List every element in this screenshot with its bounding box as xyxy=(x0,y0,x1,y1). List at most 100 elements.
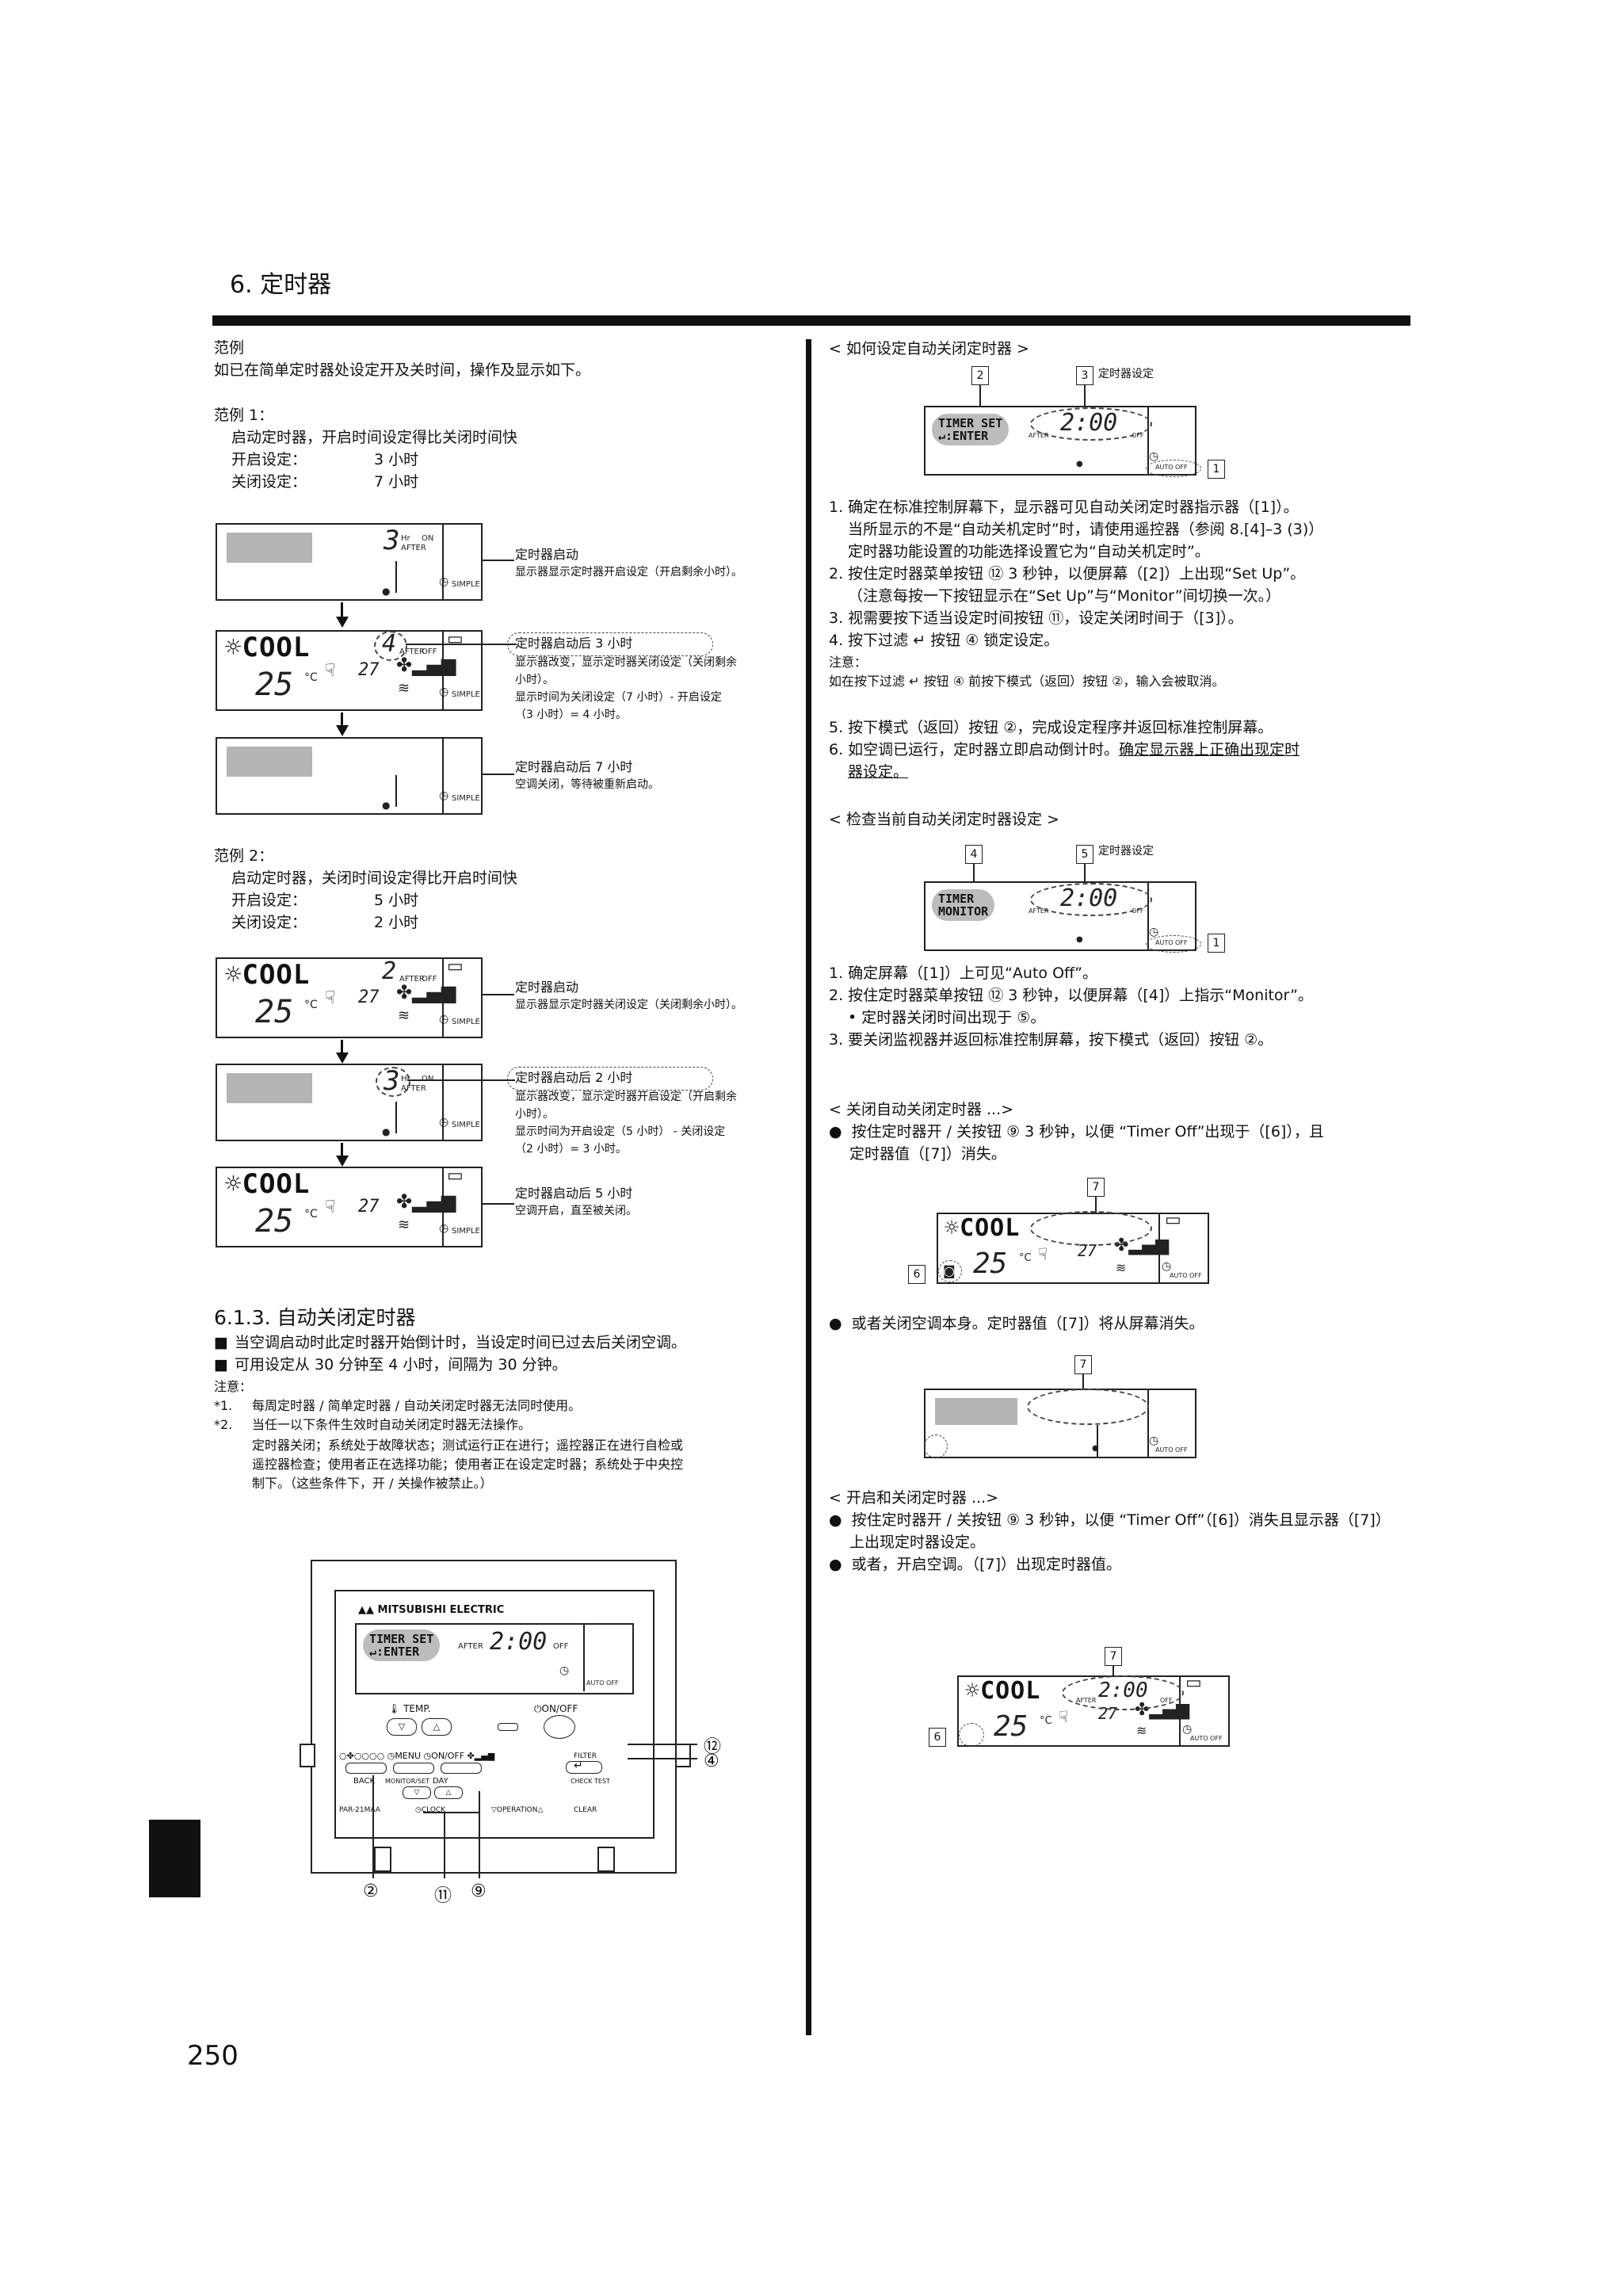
section-n2-num: *2. xyxy=(214,1417,233,1432)
how-step-4: 4. 按下过滤 ↵ 按钮 ④ 锁定设定。 xyxy=(829,632,1059,649)
clock-down-button[interactable]: ▽ xyxy=(403,1786,431,1799)
back-button[interactable] xyxy=(345,1763,387,1774)
menu-button[interactable] xyxy=(393,1763,434,1774)
ex1-desc: 启动定时器，开启时间设定得比关闭时间快 xyxy=(231,429,518,446)
ex2-title: 范例 2： xyxy=(214,847,274,865)
off-b1: 按住定时器开 / 关按钮 ⑨ 3 秒钟，以便 “Timer Off”出现于（[6… xyxy=(829,1121,1324,1143)
clock-up-button[interactable]: △ xyxy=(434,1786,463,1799)
ex1-s1-desc: 显示器显示定时器开启设定（开启剩余小时）。 xyxy=(515,566,742,579)
marker-3: 3 xyxy=(1076,366,1093,385)
temp-up-button[interactable]: △ xyxy=(422,1718,452,1736)
how-step-5: 5. 按下模式（返回）按钮 ②，完成设定程序并返回标准控制屏幕。 xyxy=(829,719,1273,736)
on-b2: 或者，开启空调。（[7]）出现定时器值。 xyxy=(829,1553,1121,1576)
timer-setting-label-2: 定时器设定 xyxy=(1098,845,1154,858)
how-title: < 如何设定自动关闭定时器 > xyxy=(829,340,1029,357)
how-step-1b: 当所显示的不是“自动关机定时”时，请使用遥控器（参阅 8.[4]–3 (3)） xyxy=(848,521,1324,538)
ex1-s2-desc3: 显示时间为关闭设定（7 小时）- 开启设定 xyxy=(515,691,722,704)
check-step-1: 1. 确定屏幕（[1]）上可见“Auto Off”。 xyxy=(829,965,1097,982)
how-step-6c: 器设定。 xyxy=(848,763,909,781)
ex2-s2-desc4: （2 小时）= 3 小时。 xyxy=(515,1143,627,1156)
ex1-on-label: 开启设定： xyxy=(231,451,307,468)
header-rule xyxy=(212,315,1410,326)
marker-7a: 7 xyxy=(1087,1178,1105,1197)
callout-11: ⑪ xyxy=(434,1886,452,1906)
remote-brand: MITSUBISHI ELECTRIC xyxy=(377,1604,505,1616)
how-note-text: 如在按下过滤 ↵ 按钮 ④ 前按下模式（返回）按钮 ②，输入会被取消。 xyxy=(829,674,1225,689)
off-title: < 关闭自动关闭定时器 ...> xyxy=(829,1101,1014,1118)
ex2-off-label: 关闭设定： xyxy=(231,914,307,931)
marker-7c: 7 xyxy=(1105,1647,1122,1666)
remote-controller: ▲▲ MITSUBISHI ELECTRIC TIMER SET↵:ENTER … xyxy=(300,1560,691,1874)
ex2-s3-desc: 空调开启，直至被关闭。 xyxy=(515,1205,637,1217)
on-b1b: 上出现定时器设定。 xyxy=(849,1534,986,1551)
ex2-s2-title: 定时器启动后 2 小时 xyxy=(515,1070,633,1085)
examples-intro: 如已在简单定时器处设定开及关时间，操作及显示如下。 xyxy=(214,361,591,379)
page-number: 250 xyxy=(187,2040,239,2072)
section-n1: 每周定时器 / 简单定时器 / 自动关闭定时器无法同时使用。 xyxy=(252,1398,582,1413)
remote-onoff-label: ON/OFF xyxy=(541,1703,578,1714)
how-step-2: 2. 按住定时器菜单按钮 ⑫ 3 秒钟，以便屏幕（[2]）上出现“Set Up”… xyxy=(829,565,1306,583)
check-step-2b: • 定时器关闭时间出现于 ⑤。 xyxy=(848,1009,1046,1026)
off-b1b: 定时器值（[7]）消失。 xyxy=(849,1145,1006,1163)
ex1-title: 范例 1： xyxy=(214,407,274,424)
marker-4: 4 xyxy=(965,845,983,864)
examples-heading: 范例 xyxy=(214,339,245,357)
section-b2: 可用设定从 30 分钟至 4 小时，间隔为 30 分钟。 xyxy=(214,1354,567,1376)
ex1-off-val: 7 小时 xyxy=(374,473,419,491)
section-n2-l3: 制下。（这些条件下，开 / 关操作被禁止。） xyxy=(252,1476,493,1491)
ex1-lcd-2: ☼COOL 25 °C ☟ 4 AFTER OFF 27 ✤▂▄▆ ≋ ▭ SI… xyxy=(216,630,483,711)
marker-5: 5 xyxy=(1076,845,1093,864)
ex1-lcd-1: 3 Hr AFTER ON SIMPLE ◷ ● xyxy=(216,523,483,601)
page-title: 6. 定时器 xyxy=(230,271,332,299)
section-n2: 当任一以下条件生效时自动关闭定时器无法操作。 xyxy=(252,1417,532,1432)
section-n1-num: *1. xyxy=(214,1398,233,1413)
ex2-desc: 启动定时器，关闭时间设定得比开启时间快 xyxy=(231,869,518,887)
ex1-s2-title: 定时器启动后 3 小时 xyxy=(515,636,633,651)
ex1-s2-desc2: 小时）。 xyxy=(515,674,554,686)
onoff-button[interactable] xyxy=(544,1715,575,1739)
marker-6a: 6 xyxy=(908,1265,925,1284)
ex2-s1-title: 定时器启动 xyxy=(515,980,579,995)
timer-onoff-button[interactable] xyxy=(441,1763,482,1774)
ex2-off-val: 2 小时 xyxy=(374,914,419,931)
how-step-2b: （注意每按一下按钮显示在“Set Up”与“Monitor”间切换一次。） xyxy=(848,587,1281,605)
check-step-2: 2. 按住定时器菜单按钮 ⑫ 3 秒钟，以便屏幕（[4]）上指示“Monitor… xyxy=(829,987,1313,1004)
how-step-1: 1. 确定在标准控制屏幕下，显示器可见自动关闭定时器指示器（[1]）。 xyxy=(829,499,1299,516)
ex1-s1-title: 定时器启动 xyxy=(515,547,579,562)
ex2-lcd-3: ☼COOL 25 °C ☟ 27 ✤▂▄▆ ≋ ▭ SIMPLE ◷ xyxy=(216,1167,483,1247)
ex1-on-val: 3 小时 xyxy=(374,451,419,468)
marker-7b: 7 xyxy=(1074,1355,1092,1374)
check-title: < 检查当前自动关闭定时器设定 > xyxy=(829,811,1059,828)
ex1-s3-title: 定时器启动后 7 小时 xyxy=(515,759,633,774)
marker-6b: 6 xyxy=(929,1728,946,1747)
section-n2-l2: 遥控器检查；使用者正在选择功能；使用者正在设定定时器；系统处于中央控 xyxy=(252,1457,684,1472)
remote-timer-set: TIMER SET↵:ENTER xyxy=(363,1629,441,1661)
ex1-lcd-3: SIMPLE ◷ ● xyxy=(216,737,483,815)
check-step-3: 3. 要关闭监视器并返回标准控制屏幕，按下模式（返回）按钮 ②。 xyxy=(829,1031,1273,1049)
ex2-s1-desc: 显示器显示定时器关闭设定（关闭剩余小时）。 xyxy=(515,999,742,1011)
ex2-lcd-2: 3 Hr AFTER ON SIMPLE ◷ ● xyxy=(216,1064,483,1141)
ex1-s2-desc4: （3 小时）= 4 小时。 xyxy=(515,709,627,721)
timer-setting-label: 定时器设定 xyxy=(1098,368,1154,380)
ex2-s3-title: 定时器启动后 5 小时 xyxy=(515,1186,633,1201)
section-note: 注意： xyxy=(214,1379,253,1394)
remote-temp-label: TEMP. xyxy=(403,1703,431,1714)
callout-9: ⑨ xyxy=(471,1881,487,1901)
callout-12: ⑫ xyxy=(704,1737,722,1757)
how-step-3: 3. 视需要按下适当设定时间按钮 ⑪，设定关闭时间于（[3]）。 xyxy=(829,609,1243,627)
marker-2: 2 xyxy=(971,366,989,385)
on-title: < 开启和关闭定时器 ...> xyxy=(829,1489,999,1507)
callout-4: ④ xyxy=(704,1752,719,1771)
how-step-6: 6. 如空调已运行，定时器立即启动倒计时。确定显示器上正确出现定时 xyxy=(829,741,1300,758)
ex2-on-val: 5 小时 xyxy=(374,892,419,909)
ex2-s2-desc3: 显示时间为开启设定（5 小时） - 关闭设定 xyxy=(515,1125,726,1138)
marker-1: 1 xyxy=(1208,460,1225,479)
ex2-lcd-1: ☼COOL 25 °C ☟ 2 AFTER OFF 27 ✤▂▄▆ ≋ ▭ SI… xyxy=(216,957,483,1038)
ex2-on-label: 开启设定： xyxy=(231,892,307,909)
column-divider xyxy=(806,339,811,2035)
on-b1: 按住定时器开 / 关按钮 ⑨ 3 秒钟，以便 “Timer Off”（[6]）消… xyxy=(829,1509,1391,1531)
off-b2: 或者关闭空调本身。定时器值（[7]）将从屏幕消失。 xyxy=(829,1312,1204,1335)
temp-down-button[interactable]: ▽ xyxy=(387,1718,417,1736)
filter-button[interactable] xyxy=(566,1761,602,1774)
side-tab xyxy=(149,1820,200,1897)
